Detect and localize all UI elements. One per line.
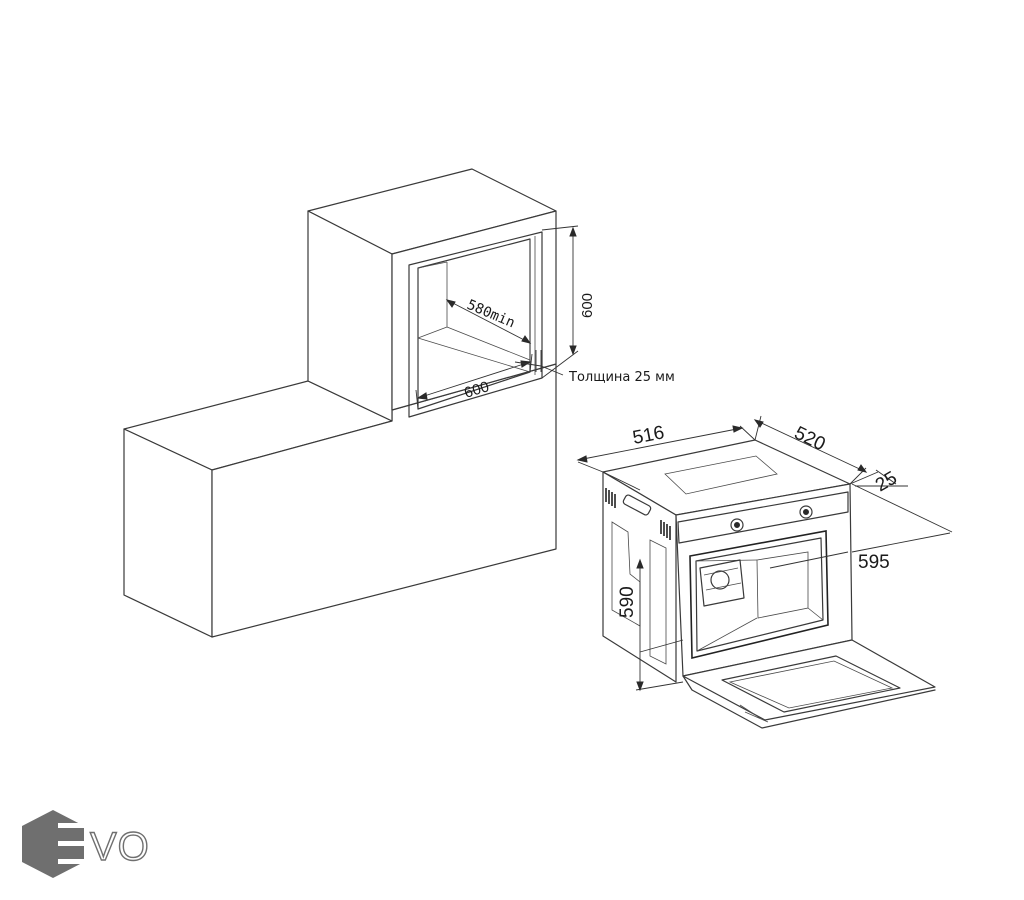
oven-side-vents xyxy=(605,488,671,540)
cabinet-width-label: 600 xyxy=(462,378,491,402)
oven-cavity-opening xyxy=(689,530,829,660)
oven-knob-left xyxy=(730,518,744,532)
built-in-oven xyxy=(602,439,936,729)
kitchen-cabinet: 600 600 580min Толщина 25 мм xyxy=(123,168,675,638)
thickness-note-text: Толщина 25 мм xyxy=(568,370,675,385)
tall-cabinet-front xyxy=(307,210,393,422)
tall-cabinet-side xyxy=(391,210,557,411)
cabinet-height-dimension: 600 xyxy=(541,225,596,379)
oven-width-label: 595 xyxy=(858,552,890,573)
oven-side xyxy=(602,471,677,683)
oven-knob-right xyxy=(799,505,813,519)
thickness-note: Толщина 25 мм xyxy=(514,350,675,385)
oven-fan-element xyxy=(699,559,745,607)
oven-door xyxy=(682,639,936,721)
evo-logo: VO xyxy=(22,810,150,878)
oven-front-panel-label: 25 xyxy=(872,468,901,497)
oven-depth-label: 516 xyxy=(631,422,666,449)
oven-side-depth-label: 520 xyxy=(791,423,829,456)
oven-width-dimension: 595 xyxy=(639,483,953,653)
oven-front-panel-dimension: 25 xyxy=(849,468,908,497)
oven-height-label: 590 xyxy=(617,586,638,618)
cabinet-height-label: 600 xyxy=(579,293,596,318)
logo-text: VO xyxy=(90,825,150,869)
cabinet-width-dimension: 600 xyxy=(415,353,533,410)
oven-control-panel xyxy=(677,491,849,544)
oven-height-dimension: 590 xyxy=(602,471,684,692)
